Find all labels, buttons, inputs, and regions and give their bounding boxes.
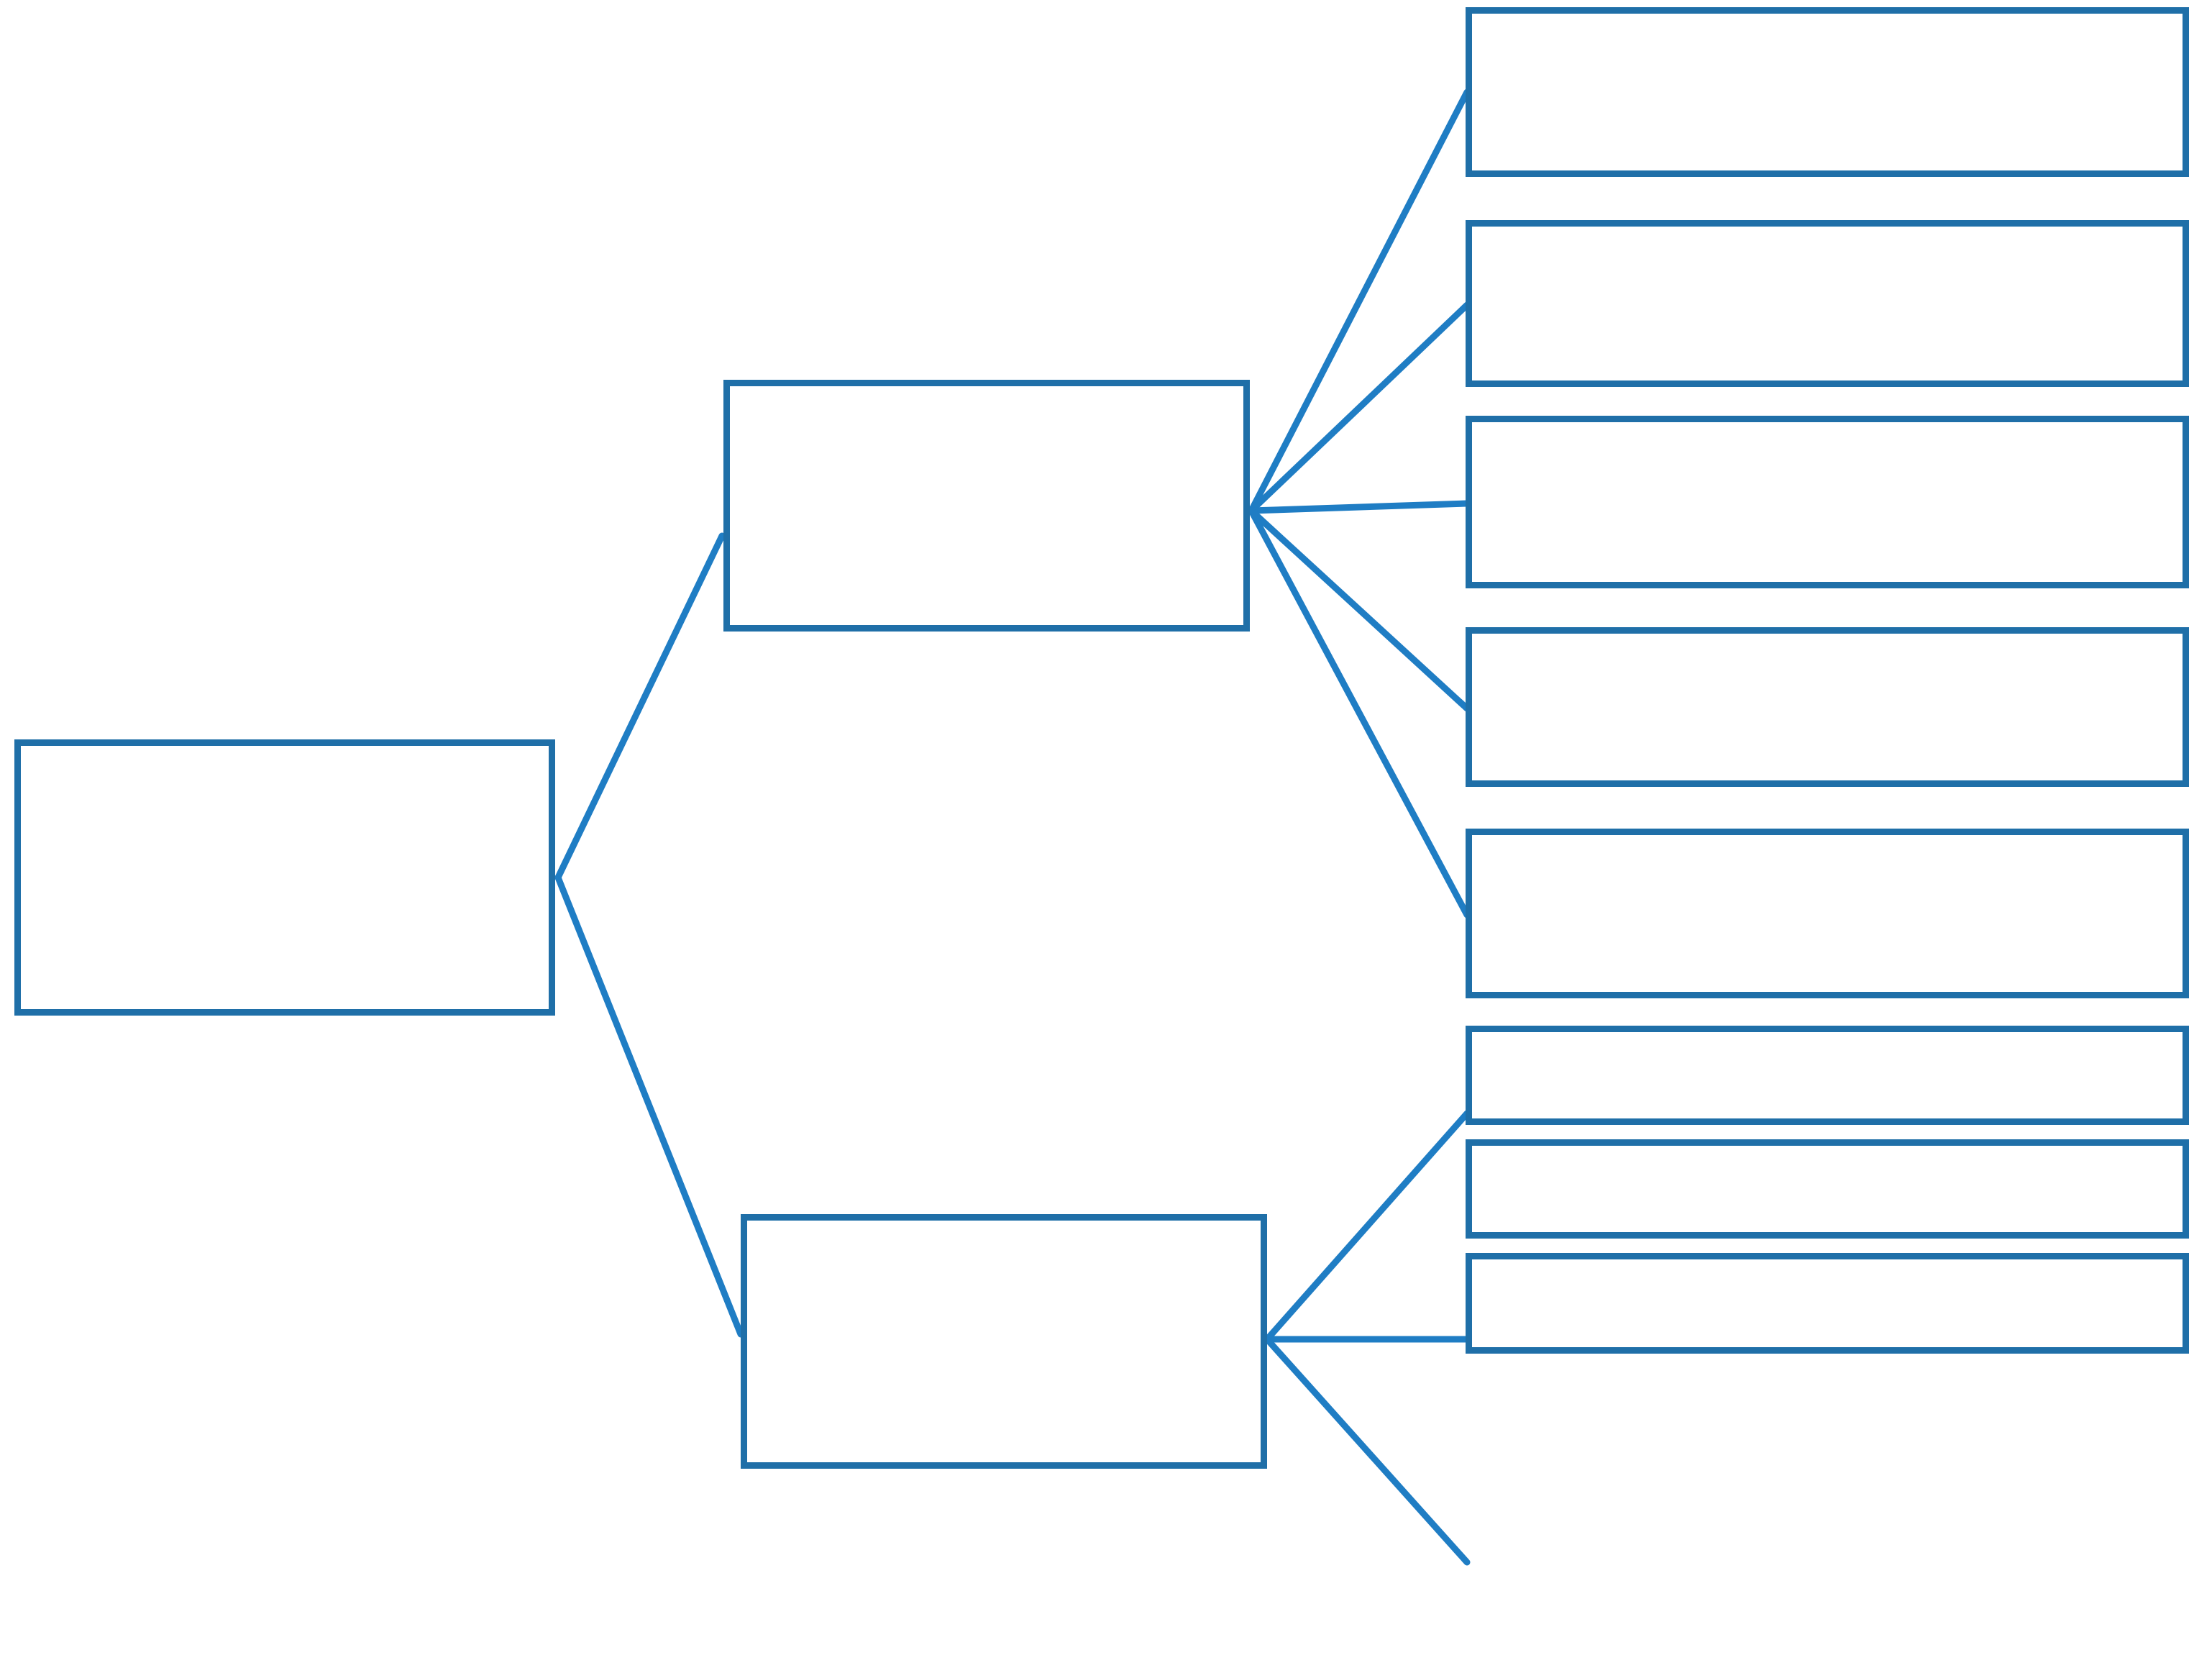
node-process-control-index[interactable]: [723, 380, 1250, 632]
node-green-packaging[interactable]: [1466, 627, 2189, 787]
node-green-recycling[interactable]: [1466, 829, 2189, 998]
edge-process-to-green-logistics: [1248, 500, 1471, 514]
node-green-products[interactable]: [1466, 1026, 2189, 1125]
edge-root-to-outcome: [554, 874, 744, 1338]
node-green-logistics[interactable]: [1466, 416, 2189, 588]
node-qualitative-index[interactable]: [14, 739, 555, 1016]
node-outcome-orientation-index[interactable]: [741, 1214, 1267, 1469]
node-green-design[interactable]: [1466, 7, 2189, 177]
edge-outcome-to-green-products: [1263, 1110, 1471, 1343]
edge-process-to-green-design: [1248, 88, 1471, 514]
edge-process-to-green-manufacturing: [1248, 301, 1471, 514]
edge-process-to-green-recycling: [1248, 507, 1471, 918]
node-green-supply-chain[interactable]: [1466, 1253, 2189, 1354]
node-green-manufacturing[interactable]: [1466, 220, 2189, 387]
node-green-factory[interactable]: [1466, 1139, 2189, 1239]
edge-root-to-process: [554, 532, 726, 881]
edge-process-to-green-packaging: [1248, 507, 1471, 712]
edge-outcome-to-green-supply-chain: [1263, 1336, 1471, 1566]
